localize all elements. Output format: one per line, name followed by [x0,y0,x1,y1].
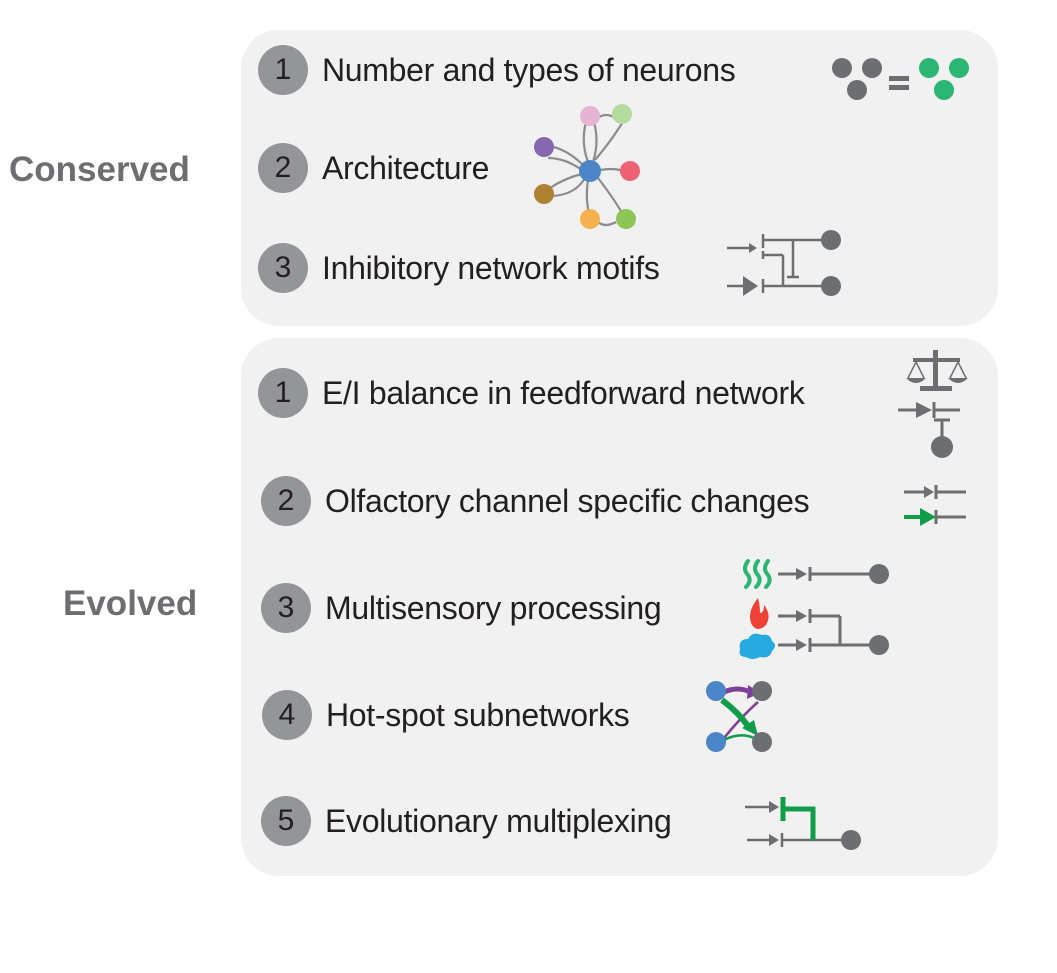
neuron-count-equal-icon [832,58,969,100]
evolved-label: Evolved [63,584,198,623]
hotspot-subnetwork-icon [706,681,772,752]
odor-icon [743,559,772,589]
number-badge: 4 [262,690,312,740]
item-text: Architecture [322,149,490,186]
evolved-item-2: 2 Olfactory channel specific changes [261,476,810,526]
evolved-item-3: 3 Multisensory processing [261,583,662,633]
multisensory-icon [739,559,889,659]
network-architecture-icon [534,104,640,229]
number-badge: 3 [261,583,311,633]
channel-change-icon [904,485,966,526]
conserved-item-1: 1 Number and types of neurons [258,45,736,95]
evolved-panel [241,338,998,876]
balance-scale-feedforward-icon [898,350,968,458]
item-text: Evolutionary multiplexing [325,802,672,839]
item-text: E/I balance in feedforward network [322,374,805,411]
number-badge: 3 [258,243,308,293]
flame-icon [750,598,769,629]
number-badge: 2 [258,143,308,193]
number-badge: 2 [261,476,311,526]
item-text: Hot-spot subnetworks [326,696,630,733]
number-badge: 1 [258,368,308,418]
evolved-item-5: 5 Evolutionary multiplexing [261,796,672,846]
item-text: Inhibitory network motifs [322,249,660,286]
evolved-item-4: 4 Hot-spot subnetworks [262,690,630,740]
number-badge: 5 [261,796,311,846]
inhibitory-motif-icon [727,230,841,296]
number-badge: 1 [258,45,308,95]
multiplexing-icon [745,797,861,850]
item-text: Number and types of neurons [322,51,736,88]
conserved-panel [241,30,998,326]
item-text: Olfactory channel specific changes [325,482,810,519]
conserved-label: Conserved [9,150,190,189]
conserved-item-3: 3 Inhibitory network motifs [258,243,660,293]
evolved-item-1: 1 E/I balance in feedforward network [258,368,805,418]
item-text: Multisensory processing [325,589,662,626]
cloud-icon [739,633,775,659]
conserved-item-2: 2 Architecture [258,143,489,193]
